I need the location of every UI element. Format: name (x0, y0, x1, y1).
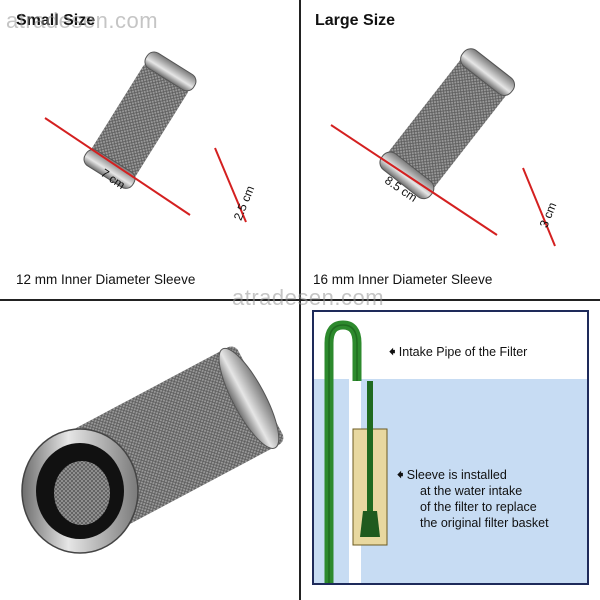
horizontal-divider (0, 299, 600, 301)
sleeve-label-line-2: at the water intake (420, 484, 523, 498)
panel-caption: 16 mm Inner Diameter Sleeve (313, 272, 493, 287)
diameter-dimension-line (214, 147, 247, 223)
sleeve-closeup-illustration (21, 346, 284, 554)
sleeve-label-line-3: of the filter to replace (420, 500, 537, 514)
end-cap-bottom (460, 48, 515, 96)
small-sleeve-illustration (44, 51, 247, 223)
panel-closeup (0, 301, 299, 600)
arrow-left-icon: 🠸 (389, 345, 399, 359)
sleeve-label-line-1: Sleeve is installed (406, 468, 507, 482)
panel-title: Large Size (315, 12, 396, 29)
sleeve-label-block: 🠸 Sleeve is installed at the water intak… (397, 467, 549, 531)
arrow-left-icon: 🠸 (397, 468, 407, 482)
end-cap-bottom (144, 51, 197, 92)
panel-small-size: Small Size 7 cm 2.5 cm 12 mm Inner Diame… (0, 0, 299, 299)
length-dimension-line (330, 124, 498, 236)
watermark-top: atradesen.com (6, 8, 159, 33)
pipe-label-row: 🠸 Intake Pipe of the Filter (389, 344, 527, 360)
inner-mesh (54, 461, 110, 525)
installation-diagram (312, 310, 589, 585)
panel-title: Small Size (16, 12, 96, 29)
mesh-body (386, 57, 508, 191)
pipe-label: Intake Pipe of the Filter (398, 345, 528, 359)
diameter-dimension-line (522, 167, 556, 247)
panel-installation-diagram: 🠸 Intake Pipe of the Filter 🠸 Sleeve is … (301, 301, 600, 600)
pipe-nozzle (360, 511, 380, 537)
back-end-cap (218, 347, 280, 449)
watermark-middle: atradesen.com (232, 285, 385, 310)
sleeve-label-line-4: the original filter basket (420, 516, 549, 530)
end-cap-top (83, 148, 136, 189)
panel-large-size: Large Size 8.5 cm 3 cm 16 mm Inner Diame… (301, 0, 600, 299)
mesh-body (90, 63, 189, 180)
large-sleeve-illustration (330, 48, 556, 247)
length-dimension-line (44, 117, 191, 216)
panel-caption: 12 mm Inner Diameter Sleeve (16, 272, 196, 287)
